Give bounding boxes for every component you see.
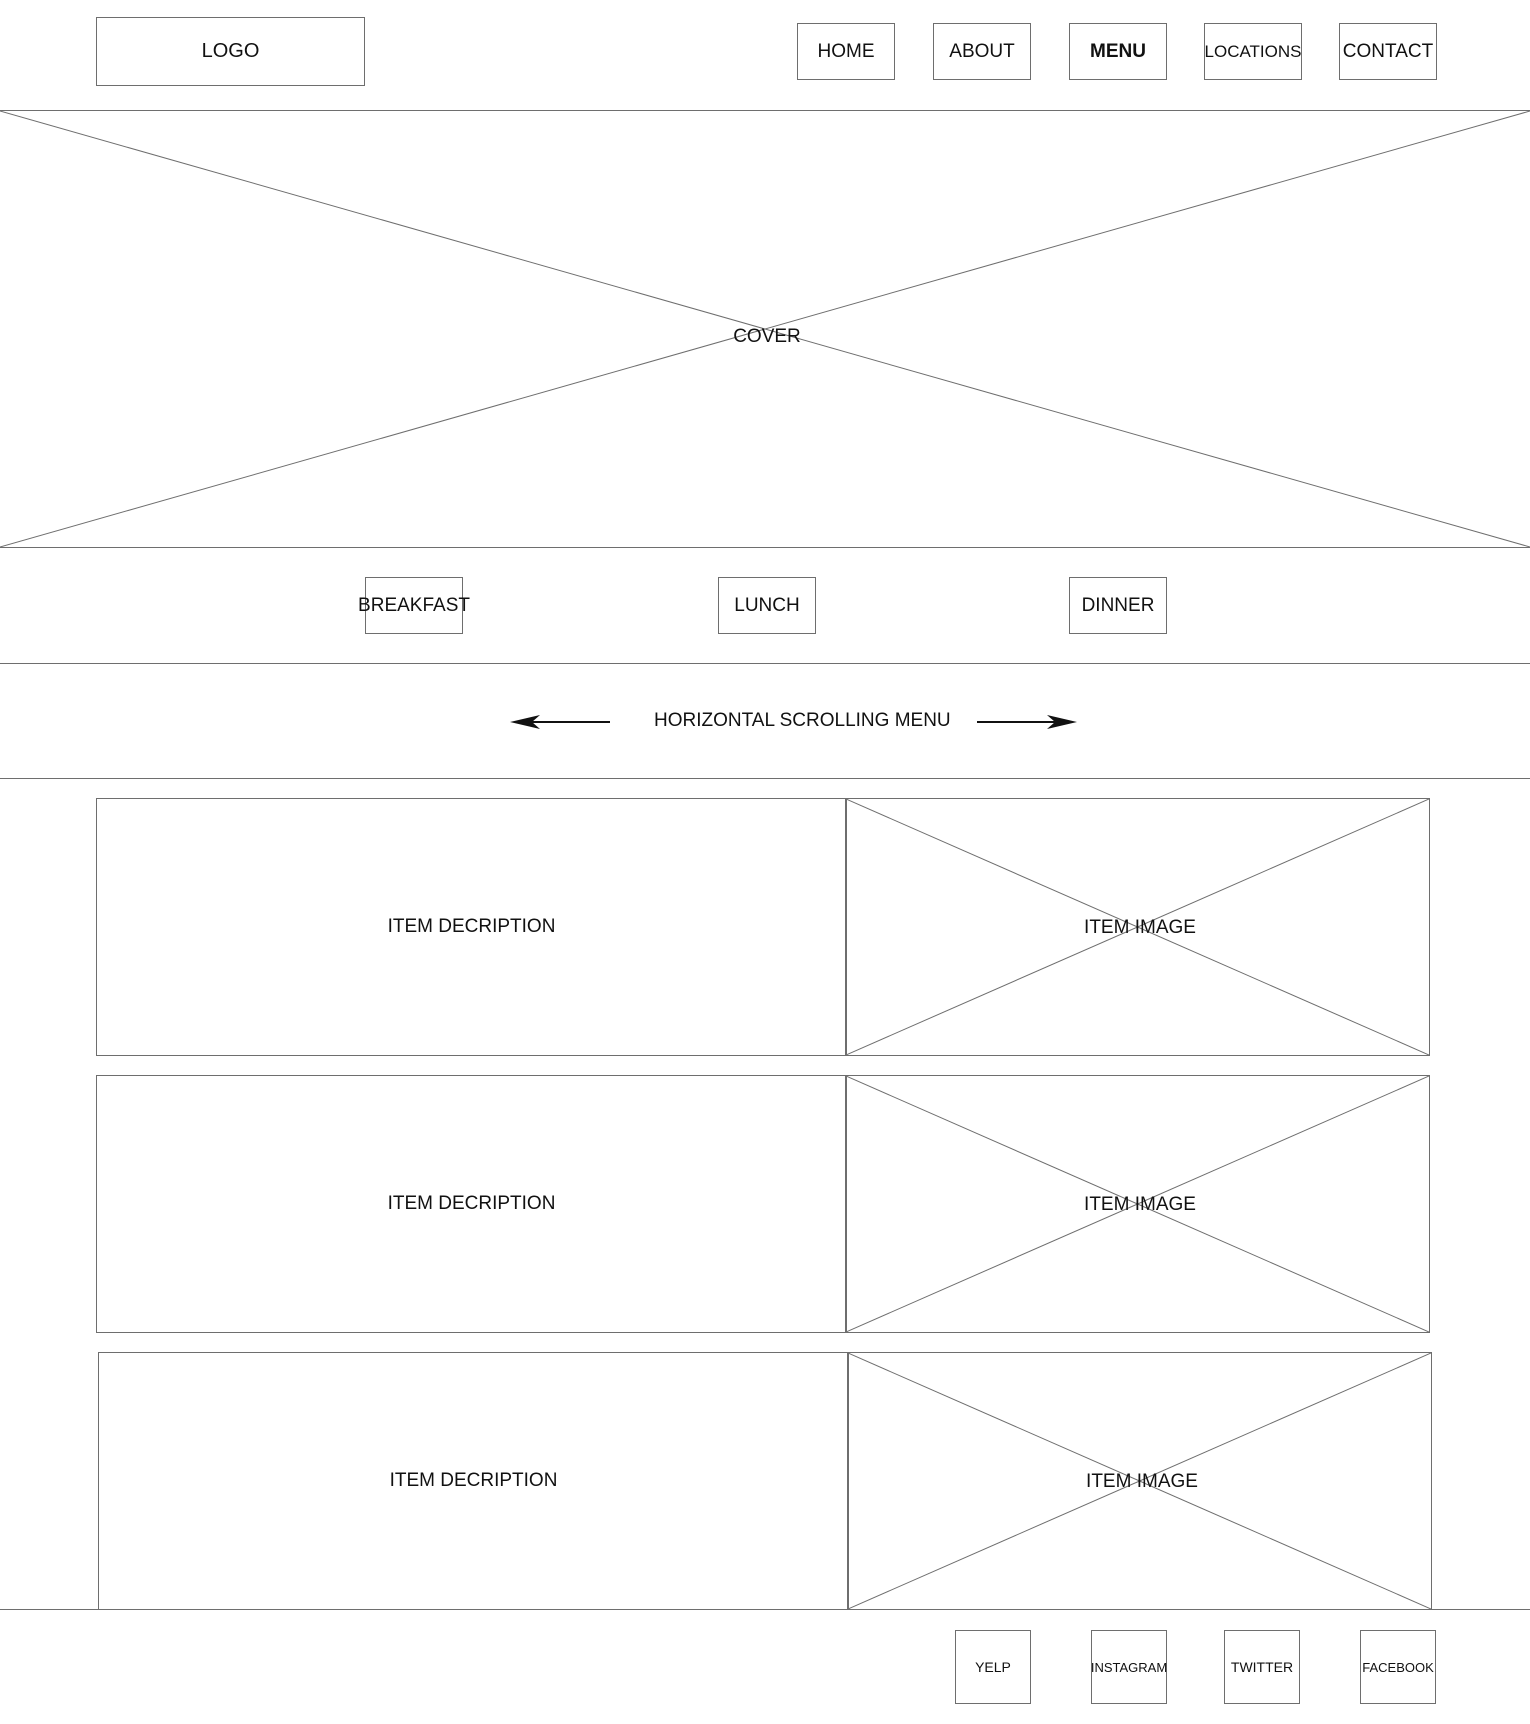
nav-home[interactable]: HOME [797, 23, 895, 80]
arrow-right-icon[interactable] [977, 712, 1079, 732]
nav-about-label: ABOUT [949, 40, 1015, 62]
nav-locations-label: LOCATIONS [1204, 41, 1302, 61]
divider [0, 663, 1530, 664]
social-twitter-label: TWITTER [1230, 1659, 1294, 1675]
item-image-placeholder-cross [846, 1076, 1429, 1332]
item-image[interactable]: ITEM IMAGE [845, 798, 1430, 1056]
cover-image: COVER [0, 110, 1530, 548]
tab-breakfast-label: BREAKFAST [358, 594, 470, 616]
item-image[interactable]: ITEM IMAGE [845, 1075, 1430, 1333]
social-facebook-label: FACEBOOK [1362, 1659, 1434, 1675]
arrow-left-icon[interactable] [510, 712, 612, 732]
social-twitter[interactable]: TWITTER [1224, 1630, 1300, 1704]
social-yelp-label: YELP [975, 1659, 1011, 1675]
nav-about[interactable]: ABOUT [933, 23, 1031, 80]
social-yelp[interactable]: YELP [955, 1630, 1031, 1704]
tab-lunch[interactable]: LUNCH [718, 577, 816, 634]
item-description-label: ITEM DECRIPTION [387, 916, 556, 937]
divider [0, 778, 1530, 779]
nav-locations[interactable]: LOCATIONS [1204, 23, 1302, 80]
nav-contact[interactable]: CONTACT [1339, 23, 1437, 80]
cover-placeholder-cross [0, 111, 1530, 547]
nav-menu[interactable]: MENU [1069, 23, 1167, 80]
logo-label: LOGO [201, 40, 260, 62]
item-image-label: ITEM IMAGE [1086, 1471, 1198, 1492]
item-image-placeholder-cross [846, 799, 1429, 1055]
social-instagram-label: INSTAGRAM [1090, 1659, 1168, 1675]
social-facebook[interactable]: FACEBOOK [1360, 1630, 1436, 1704]
item-description-label: ITEM DECRIPTION [387, 1193, 556, 1214]
item-image[interactable]: ITEM IMAGE [847, 1352, 1432, 1610]
social-instagram[interactable]: INSTAGRAM [1091, 1630, 1167, 1704]
nav-menu-label: MENU [1090, 40, 1146, 62]
item-description-label: ITEM DECRIPTION [389, 1470, 558, 1491]
footer-divider [0, 1609, 1530, 1610]
tab-breakfast[interactable]: BREAKFAST [358, 577, 470, 634]
item-description[interactable]: ITEM DECRIPTION [96, 798, 847, 1056]
item-description[interactable]: ITEM DECRIPTION [96, 1075, 847, 1333]
tab-dinner[interactable]: DINNER [1069, 577, 1167, 634]
scroller-label: HORIZONTAL SCROLLING MENU [654, 710, 951, 731]
tab-dinner-label: DINNER [1081, 594, 1155, 616]
item-description[interactable]: ITEM DECRIPTION [98, 1352, 849, 1610]
logo[interactable]: LOGO [96, 17, 365, 86]
cover-label: COVER [733, 326, 801, 347]
nav-home-label: HOME [817, 40, 875, 62]
item-image-placeholder-cross [848, 1353, 1431, 1609]
item-image-label: ITEM IMAGE [1084, 1194, 1196, 1215]
item-image-label: ITEM IMAGE [1084, 917, 1196, 938]
tab-lunch-label: LUNCH [734, 594, 800, 616]
nav-contact-label: CONTACT [1342, 40, 1434, 62]
